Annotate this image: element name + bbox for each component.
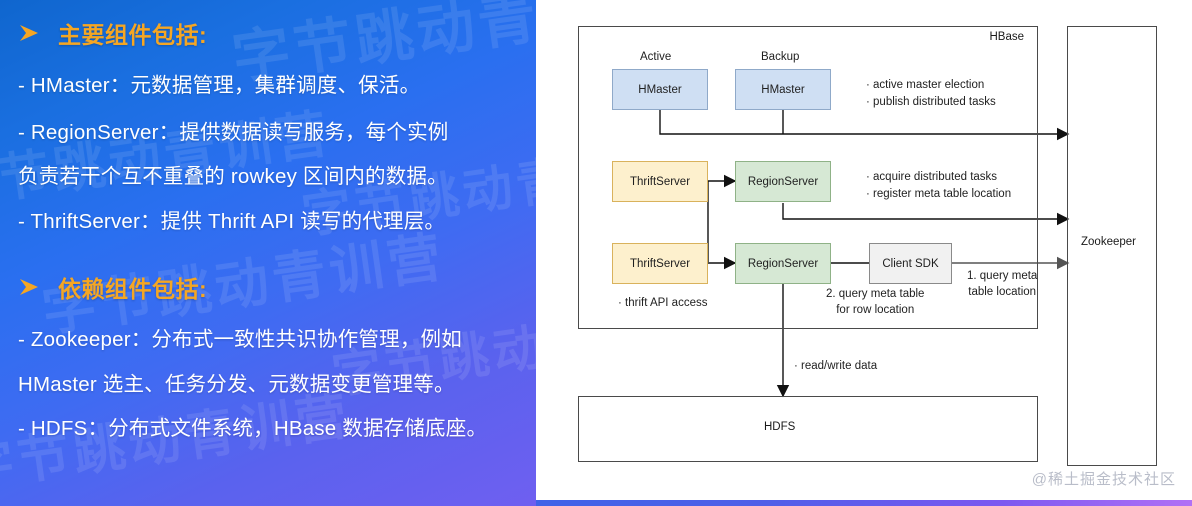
note-line: 2. query meta table xyxy=(826,288,925,300)
hdfs-label: HDFS xyxy=(764,421,796,433)
body-line: 负责若干个互不重叠的 rowkey 区间内的数据。 xyxy=(18,165,448,188)
body-line: - Zookeeper：分布式一致性共识协作管理，例如 xyxy=(18,328,462,351)
note-line: table location xyxy=(968,285,1037,298)
bottom-accent-bar xyxy=(536,500,1192,506)
node-regionserver-bottom[interactable]: RegionServer xyxy=(735,243,831,284)
note-read-write-data: · read/write data xyxy=(794,360,878,372)
right-diagram-panel: HBase Zookeeper HDFS Active Backup HMast… xyxy=(536,0,1192,506)
note-line: · register meta table location xyxy=(866,188,1012,201)
zookeeper-box[interactable] xyxy=(1067,26,1157,466)
left-content: 主要组件包括: - HMaster：元数据管理，集群调度、保活。 - Regio… xyxy=(0,0,536,440)
node-thriftserver-top[interactable]: ThriftServer xyxy=(612,161,708,202)
node-hmaster-backup[interactable]: HMaster xyxy=(735,69,831,110)
body-line: - HDFS：分布式文件系统，HBase 数据存储底座。 xyxy=(18,417,488,440)
body-line: - RegionServer：提供数据读写服务，每个实例 xyxy=(18,120,449,144)
note-line: for row location xyxy=(836,303,915,316)
section-heading-dependency-components: 依赖组件包括: xyxy=(18,270,518,304)
hbase-container-label: HBase xyxy=(989,31,1024,43)
node-client-sdk[interactable]: Client SDK xyxy=(869,243,952,284)
section-heading-main-components: 主要组件包括: xyxy=(18,16,518,50)
note-line: · acquire distributed tasks xyxy=(866,171,998,183)
note-line: · publish distributed tasks xyxy=(866,96,996,109)
body-line: - ThriftServer：提供 Thrift API 读写的代理层。 xyxy=(18,209,446,233)
label-active: Active xyxy=(640,51,672,63)
left-text-panel: 字节跳动青训营 字节跳动青训营 字节跳动青训营 字节跳动青训营 字节跳动青训营 … xyxy=(0,0,536,506)
label-backup: Backup xyxy=(761,51,800,63)
hbase-container-box xyxy=(578,26,1038,329)
node-regionserver-top[interactable]: RegionServer xyxy=(735,161,831,202)
note-line: · active master election xyxy=(866,79,985,91)
heading-text: 主要组件包括: xyxy=(58,22,208,48)
arrow-bullet-icon xyxy=(18,276,44,298)
note-query-meta-2: 2. query meta table for row location xyxy=(826,287,924,318)
note-thrift-api-access: · thrift API access xyxy=(618,297,708,309)
footer-watermark: @稀土掘金技术社区 xyxy=(1031,471,1176,488)
node-hmaster-active[interactable]: HMaster xyxy=(612,69,708,110)
zookeeper-label: Zookeeper xyxy=(1081,236,1136,248)
note-line: 1. query meta xyxy=(967,270,1038,282)
heading-text: 依赖组件包括: xyxy=(58,276,208,302)
body-line: HMaster 选主、任务分发、元数据变更管理等。 xyxy=(18,372,455,396)
node-thriftserver-bottom[interactable]: ThriftServer xyxy=(612,243,708,284)
note-region-tasks: · acquire distributed tasks · register m… xyxy=(866,169,1011,204)
note-query-meta-1: 1. query meta table location xyxy=(967,269,1037,300)
arrow-bullet-icon xyxy=(18,22,44,44)
body-line: - HMaster：元数据管理，集群调度、保活。 xyxy=(18,74,421,97)
hdfs-box[interactable] xyxy=(578,396,1038,462)
note-master-election: · active master election · publish distr… xyxy=(866,77,996,112)
